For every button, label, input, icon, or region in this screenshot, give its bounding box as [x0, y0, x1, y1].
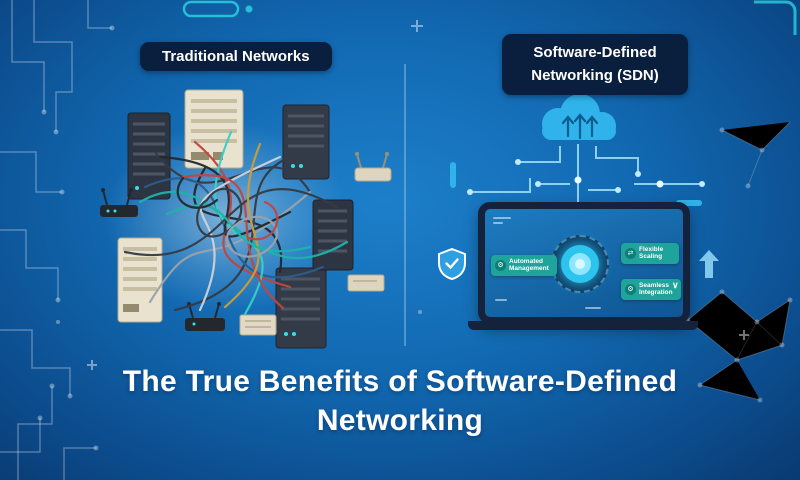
teal-bar-decoration	[450, 162, 456, 188]
feature-chip-automated-management: ⚙ Automated Management	[491, 255, 557, 276]
feature-chip-flexible-scaling: ⇄ Flexible Scaling	[621, 243, 679, 264]
dashboard-screen: ⚙ Automated Management ⇄ Flexible Scalin…	[485, 209, 683, 317]
gear-icon: ⚙	[625, 283, 636, 295]
server-rack-beige-bottomleft	[117, 237, 163, 323]
feature-label: Automated Management	[509, 258, 549, 273]
laptop-base	[468, 321, 698, 330]
circuit-traces	[470, 144, 702, 208]
modem-device-beige-right2	[347, 274, 385, 292]
modem-device-beige-bottom	[239, 314, 277, 336]
corner-bracket-decoration	[754, 0, 797, 35]
hub-center-dot	[575, 259, 585, 269]
up-arrow-icon	[699, 250, 719, 278]
server-rack-dark-left	[127, 112, 171, 200]
server-rack-beige-top	[184, 89, 244, 169]
gear-icon: ⚙	[495, 259, 506, 271]
server-rack-dark-bottomright	[275, 267, 327, 349]
page-title: The True Benefits of Software-Defined Ne…	[0, 362, 800, 440]
hub-ring	[561, 245, 599, 283]
screen-dash-decoration	[495, 299, 507, 301]
screen-dash-decoration	[493, 217, 511, 219]
chevron-down-icon: ∨	[672, 280, 679, 290]
traditional-networks-label-text: Traditional Networks	[162, 48, 310, 65]
shield-icon	[438, 248, 466, 280]
feature-label: Flexible Scaling	[639, 246, 664, 261]
page-title-line2: Networking	[316, 404, 484, 437]
hub-core	[569, 253, 591, 275]
plus-marks-decoration	[87, 20, 749, 370]
wire-tangle	[123, 130, 349, 316]
router-device-black-left	[100, 188, 138, 217]
network-dots-decoration	[687, 121, 791, 401]
cloud-icon	[542, 94, 616, 140]
sdn-label-line2: Networking (SDN)	[531, 67, 659, 85]
feature-label: Seamless Integration	[639, 282, 673, 297]
central-controller-hub	[551, 235, 609, 293]
sdn-label-line1: Software-Defined	[533, 44, 657, 61]
router-device-beige-right	[354, 152, 392, 182]
sync-arrows-icon: ⇄	[625, 247, 636, 259]
server-rack-dark-topright	[282, 104, 330, 180]
tangled-network-illustration	[100, 89, 392, 349]
server-rack-dark-center	[312, 199, 354, 271]
teal-capsule-decoration	[182, 0, 240, 18]
sdn-cloud-circuit-illustration	[450, 94, 705, 208]
sdn-label: Software-Defined Networking (SDN)	[502, 34, 688, 95]
screen-dash-decoration	[493, 222, 503, 224]
traditional-networks-label: Traditional Networks	[140, 42, 332, 71]
page-title-line1: The True Benefits of Software-Defined	[122, 365, 678, 398]
feature-chip-seamless-integration: ⚙ Seamless Integration	[621, 279, 681, 300]
upload-arrows-icon	[561, 113, 599, 140]
sdn-dashboard-illustration: ⚙ Automated Management ⇄ Flexible Scalin…	[478, 202, 690, 324]
screen-dash-decoration	[585, 307, 601, 309]
